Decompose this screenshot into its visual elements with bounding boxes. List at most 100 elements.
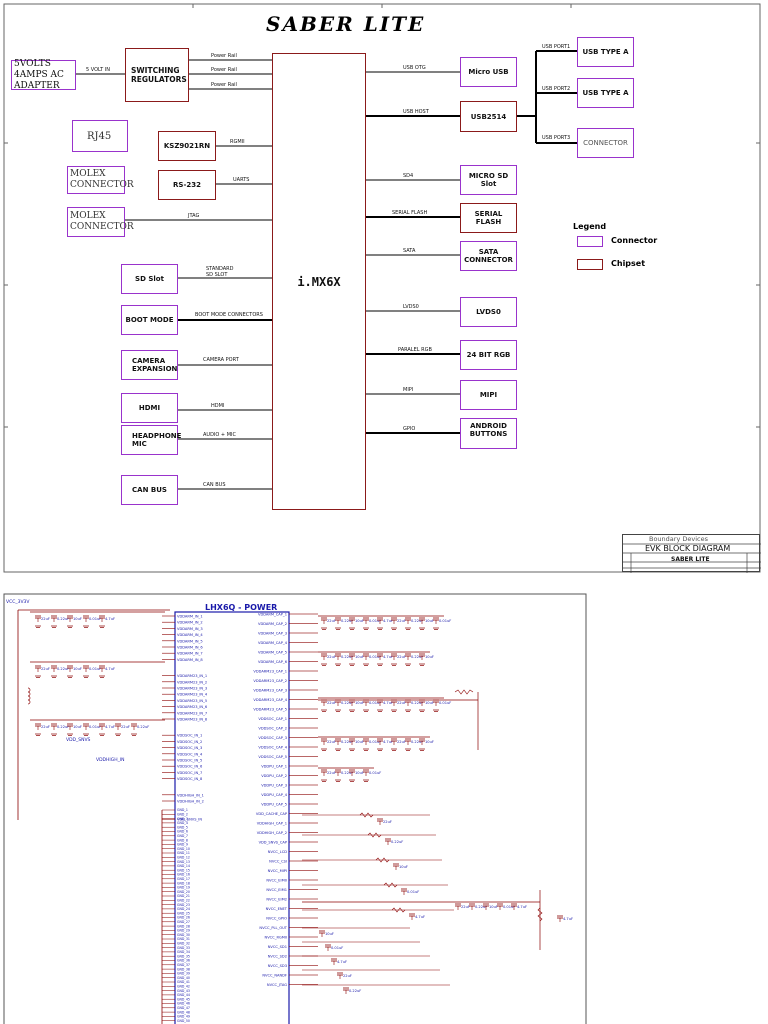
nvcc-cap-value: 0.01uF	[407, 890, 419, 894]
nvcc-cap-value: 0.01uF	[331, 946, 343, 950]
decoupling-cap-value: 0.22uF	[57, 725, 69, 729]
decoupling-cap-value: 22uF	[397, 740, 406, 744]
gnd-pin-label: GND_10	[177, 847, 190, 851]
gnd-pin-label: GND_39	[177, 972, 190, 976]
decoupling-cap-value: 0.01uF	[89, 725, 101, 729]
pin-label-right: VDDARM_CAP_2	[258, 622, 287, 626]
pin-label-left: VDDARM_IN_3	[177, 627, 203, 631]
inductor-l1	[27, 691, 31, 697]
power-rail-label-3: Power Rail	[211, 82, 237, 88]
uarts-label: UARTS	[233, 177, 250, 183]
mipi-signal-label: MIPI	[403, 387, 414, 393]
pin-label-right: VDDSOC_CAP_1	[258, 717, 287, 721]
decoupling-cap-value: 0.22uF	[341, 619, 353, 623]
gnd-pin-label: GND_25	[177, 911, 190, 915]
pin-label-left: VDDARM_IN_4	[177, 633, 203, 637]
gnd-pin-label: GND_40	[177, 976, 190, 980]
decoupling-cap-value: 4.7uF	[105, 667, 115, 671]
pin-label-left: VDDHIGH_IN_2	[177, 800, 204, 804]
lvds0-label: LVDS0	[476, 308, 501, 316]
decoupling-cap-value: 0.22uF	[137, 725, 149, 729]
decoupling-cap-value: 4.7uF	[383, 701, 393, 705]
gnd-pin-label: GND_16	[177, 873, 190, 877]
rs232-block: RS-232	[158, 170, 216, 200]
pll-cap-value: 10uF	[489, 905, 498, 909]
series-resistor	[375, 857, 390, 863]
usb2514-label: USB2514	[470, 112, 507, 121]
gnd-pin-label: GND_21	[177, 894, 190, 898]
gnd-pin-label: GND_2	[177, 813, 188, 817]
serial-flash-signal-label: SERIAL FLASH	[392, 210, 428, 216]
gnd-pin-label: GND_45	[177, 997, 190, 1001]
inductor-l1	[27, 695, 31, 701]
headphone-mic-block: HEADPHONE MIC	[121, 425, 181, 455]
decoupling-cap-value: 0.22uF	[341, 655, 353, 659]
decoupling-cap-value: 0.22uF	[57, 617, 69, 621]
switching-regulators-label: SWITCHING REGULATORS	[131, 66, 187, 84]
pin-label-right: VDDPU_CAP_1	[261, 765, 287, 769]
resistor-r44	[537, 907, 543, 922]
five-volt-in-label: 5 VOLT IN	[86, 67, 110, 73]
usb-port1-label: USB PORT1	[542, 44, 571, 50]
gnd-pin-label: GND_7	[177, 834, 188, 838]
inductor-l1	[27, 699, 31, 705]
micro-sd-slot-block: MICRO SD Slot	[460, 165, 517, 195]
title-block: Boundary Devices EVK BLOCK DIAGRAM SABER…	[622, 534, 761, 573]
pin-label-left: VDDARM_IN_2	[177, 621, 203, 625]
pin-label-left: VDDSOC_IN_8	[177, 777, 203, 781]
pin-label-left: VDDARM_IN_1	[177, 615, 203, 619]
can-bus-signal-label: CAN BUS	[203, 482, 226, 488]
power-rail-label-1: Power Rail	[211, 53, 237, 59]
decoupling-cap-value: 22uF	[41, 667, 50, 671]
gnd-pin-label: GND_4	[177, 821, 188, 825]
ac-adapter-label: 5VOLTS 4AMPS AC ADAPTER	[14, 58, 64, 91]
gnd-pin-label: GND_33	[177, 946, 190, 950]
vdd-snvs-net-label: VDD_SNVS	[66, 738, 91, 743]
decoupling-cap-value: 22uF	[41, 617, 50, 621]
legend-chipset-swatch	[577, 259, 603, 270]
gnd-pin-label: GND_46	[177, 1002, 190, 1006]
gnd-pin-label: GND_26	[177, 916, 190, 920]
pin-label-right: VDD_CACHE_CAP	[256, 812, 288, 816]
gnd-pin-label: GND_11	[177, 851, 190, 855]
camera-port-label: CAMERA PORT	[203, 357, 239, 363]
gnd-pin-label: GND_34	[177, 950, 190, 954]
gnd-pin-label: GND_35	[177, 954, 190, 958]
legend-title: Legend	[573, 222, 607, 231]
molex-connector-1-block: MOLEX CONNECTOR	[67, 166, 134, 194]
gnd-pin-label: GND_22	[177, 899, 190, 903]
sata-connector-label: SATA CONNECTOR	[464, 248, 513, 264]
block-diagram-sheet: SABER LITE i.MX6X 5VOLTS 4AMPS AC ADAPTE…	[3, 3, 761, 573]
pin-label-right: VDDARM23_CAP_1	[253, 670, 287, 674]
mipi-block: MIPI	[460, 380, 517, 410]
decoupling-cap-value: 10uF	[355, 771, 364, 775]
gnd-pin-label: GND_3	[177, 817, 188, 821]
decoupling-cap-value: 22uF	[327, 771, 336, 775]
pin-label-right: NVCC_EIM0	[266, 879, 287, 883]
pin-label-right: VDDSOC_CAP_5	[258, 755, 287, 759]
series-resistor	[383, 882, 398, 888]
gnd-pin-label: GND_48	[177, 1010, 190, 1014]
nvcc-cap-value: 10uF	[399, 865, 408, 869]
pin-label-right: VDDARM23_CAP_4	[253, 698, 287, 702]
hdmi-label: HDMI	[138, 404, 161, 412]
decoupling-cap-value: 0.22uF	[57, 667, 69, 671]
decoupling-cap-value: 0.22uF	[411, 701, 423, 705]
gnd-pin-label: GND_5	[177, 825, 188, 829]
can-bus-label: CAN BUS	[132, 486, 167, 494]
gnd-pin-label: GND_23	[177, 903, 190, 907]
ac-adapter-block: 5VOLTS 4AMPS AC ADAPTER	[11, 58, 76, 91]
gnd-pin-label: GND_47	[177, 1006, 190, 1010]
gnd-pin-label: GND_24	[177, 907, 190, 911]
decoupling-cap-value: 10uF	[425, 740, 434, 744]
gnd-pin-label: GND_17	[177, 877, 190, 881]
drawing-title: EVK BLOCK DIAGRAM	[645, 544, 731, 553]
decoupling-cap-value: 10uF	[425, 655, 434, 659]
pin-label-right: VDDARM23_CAP_3	[253, 689, 287, 693]
rs232-label: RS-232	[173, 181, 201, 189]
gnd-pin-label: GND_41	[177, 980, 190, 984]
vcc-net-label: VCC_3V3V	[6, 600, 30, 605]
hdmi-signal-label: HDMI	[211, 403, 225, 409]
schematic-title: LHX6Q - POWER	[205, 603, 278, 612]
molex-connector-2-label: MOLEX CONNECTOR	[70, 211, 134, 232]
